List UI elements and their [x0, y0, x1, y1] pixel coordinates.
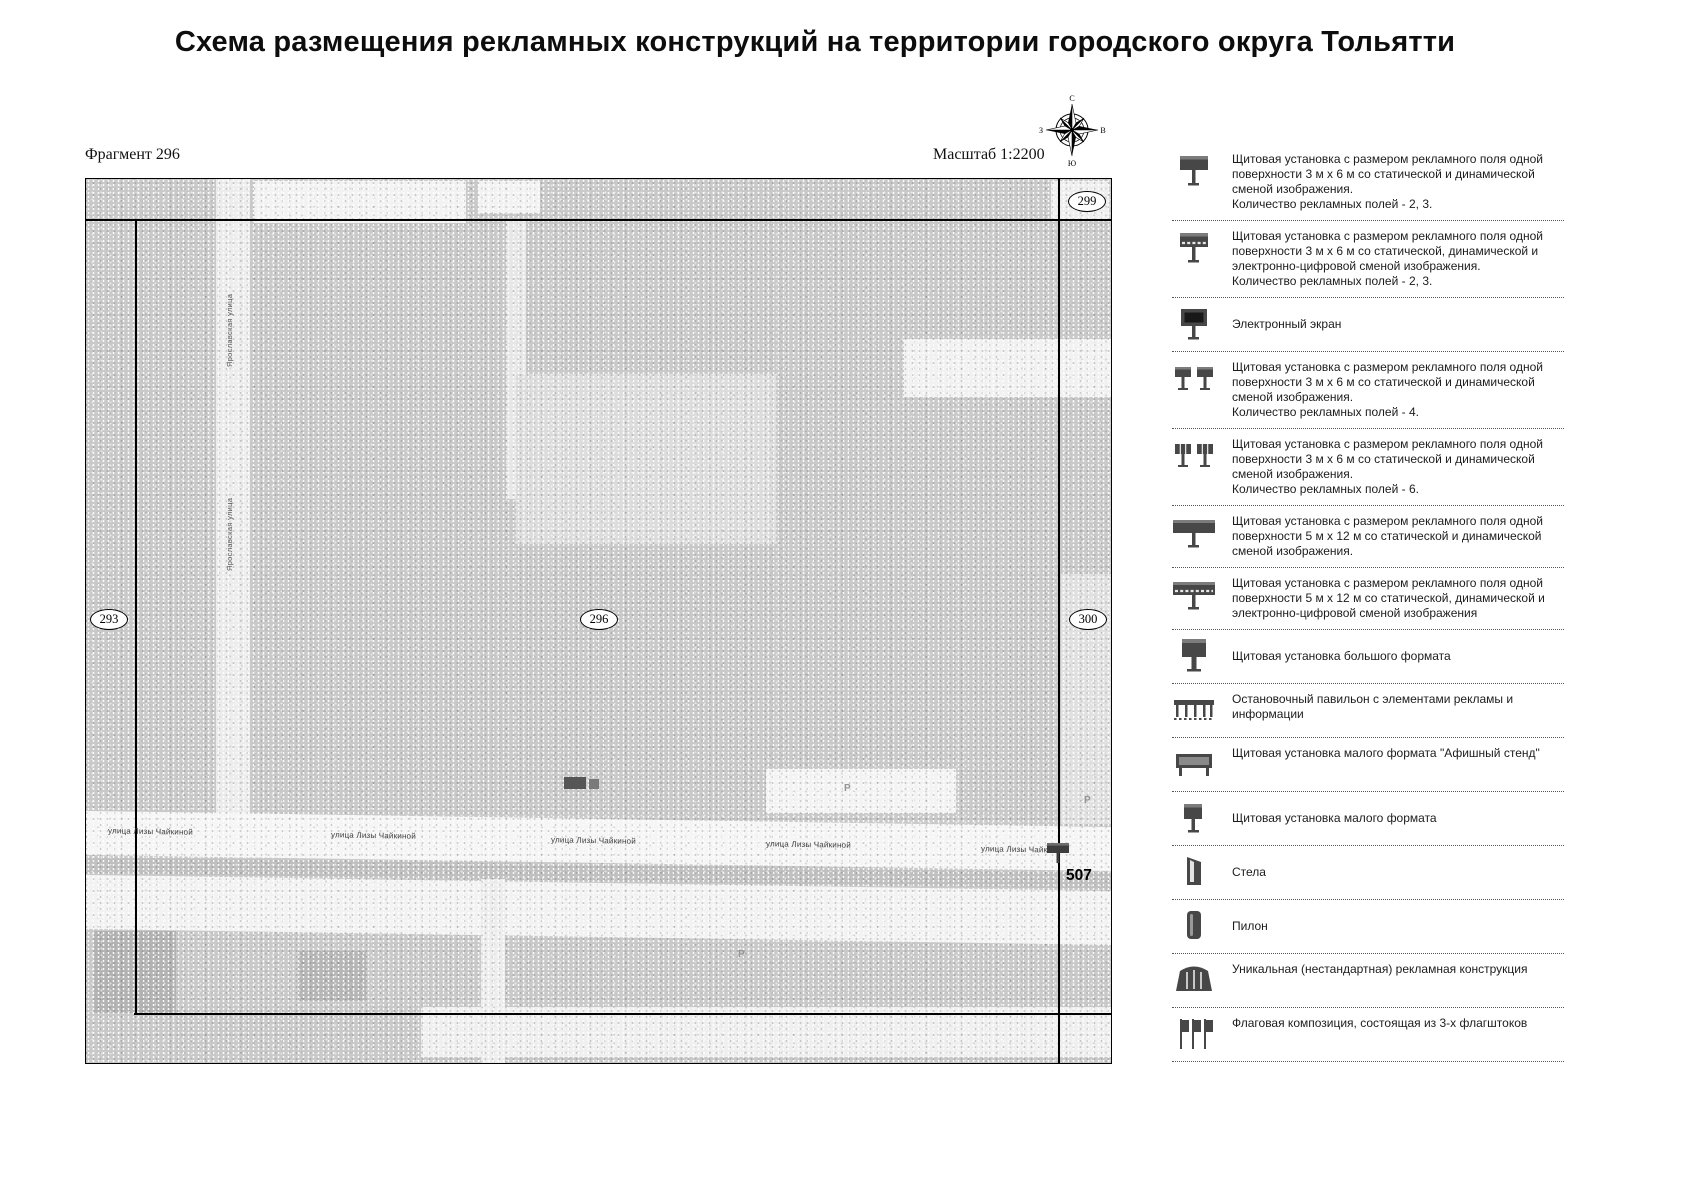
poster-stand-icon — [1172, 745, 1222, 783]
billboard-marker-icon — [1047, 843, 1069, 863]
fragment-oval-300: 300 — [1069, 609, 1107, 630]
legend-item: Остановочный павильон с элементами рекла… — [1172, 684, 1564, 738]
large-format-billboard-icon — [1172, 637, 1222, 675]
legend-item-text: Щитовая установка с размером рекламного … — [1232, 360, 1543, 419]
map-block — [421, 1007, 1111, 1057]
legend-item-text: Остановочный павильон с элементами рекла… — [1232, 692, 1514, 721]
fragment-boundary-line — [135, 219, 137, 1014]
compass-rose-icon: С Ю З В — [1039, 94, 1106, 168]
billboard-3x6-icon — [1172, 151, 1222, 212]
street-name-label: улица Лизы Чайкиной — [550, 835, 637, 846]
electronic-screen-icon — [1172, 305, 1222, 343]
unique-structure-icon — [1172, 961, 1222, 999]
compass-east-label: В — [1100, 126, 1105, 135]
billboard-3x6-digital-icon — [1172, 228, 1222, 289]
legend-item: Электронный экран — [1172, 298, 1564, 352]
stela-icon — [1172, 853, 1222, 891]
compass-south-label: Ю — [1068, 159, 1076, 168]
legend-item: Стела — [1172, 846, 1564, 900]
legend-item: Щитовая установка с размером рекламного … — [1172, 506, 1564, 568]
legend-item-text: Щитовая установка большого формата — [1232, 649, 1451, 663]
street-name-label: улица Лизы Чайкиной — [330, 830, 417, 841]
legend-item-text: Стела — [1232, 865, 1266, 879]
compass-north-label: С — [1069, 94, 1074, 103]
billboard-5x12-icon — [1172, 513, 1222, 559]
legend-item-text: Щитовая установка малого формата — [1232, 811, 1437, 825]
compass-west-label: З — [1039, 126, 1043, 135]
map-building — [298, 951, 366, 1001]
flag-composition-icon — [1172, 1015, 1222, 1053]
fragment-oval-293: 293 — [90, 609, 128, 630]
parking-label: Р — [1084, 795, 1091, 806]
legend-item-text: Щитовая установка с размером рекламного … — [1232, 229, 1543, 288]
map-parking-lot — [766, 769, 956, 813]
legend-item-text: Флаговая композиция, состоящая из 3-х фл… — [1232, 1016, 1528, 1030]
pylon-icon — [1172, 907, 1222, 945]
small-format-billboard-icon — [1172, 799, 1222, 837]
bus-shelter-icon — [1172, 691, 1222, 729]
legend-item-text: Уникальная (нестандартная) рекламная кон… — [1232, 962, 1528, 976]
street-name-label: Ярославская улица — [225, 497, 234, 571]
legend-item-text: Электронный экран — [1232, 317, 1342, 331]
parking-label: Р — [844, 783, 851, 794]
billboard-5x12-digital-icon — [1172, 575, 1222, 621]
legend-item-text: Щитовая установка с размером рекламного … — [1232, 437, 1543, 496]
map-block — [516, 374, 776, 544]
scale-label: Масштаб 1:2200 — [933, 146, 1045, 163]
legend-item: Щитовая установка малого формата "Афишны… — [1172, 738, 1564, 792]
map-block — [478, 181, 540, 213]
fragment-oval-299: 299 — [1068, 191, 1106, 212]
fragment-boundary-line — [86, 219, 1111, 221]
fragment-oval-296: 296 — [580, 609, 618, 630]
street-name-label: улица Лизы Чайкиной — [107, 826, 194, 837]
legend-item: Щитовая установка малого формата — [1172, 792, 1564, 846]
legend-item: Щитовая установка с размером рекламного … — [1172, 429, 1564, 506]
legend-item-text: Щитовая установка с размером рекламного … — [1232, 152, 1543, 211]
map-block — [904, 339, 1111, 397]
legend-item: Щитовая установка с размером рекламного … — [1172, 352, 1564, 429]
legend-item: Щитовая установка с размером рекламного … — [1172, 568, 1564, 630]
legend-item-text: Щитовая установка с размером рекламного … — [1232, 576, 1545, 620]
construction-number: 507 — [1066, 867, 1092, 884]
legend-item-text: Щитовая установка малого формата "Афишны… — [1232, 746, 1540, 760]
legend-item: Флаговая композиция, состоящая из 3-х фл… — [1172, 1008, 1564, 1062]
legend-item: Щитовая установка с размером рекламного … — [1172, 221, 1564, 298]
legend-item: Щитовая установка с размером рекламного … — [1172, 144, 1564, 221]
street-name-label: Ярославская улица — [225, 293, 234, 367]
legend-item: Щитовая установка большого формата — [1172, 630, 1564, 684]
fragment-boundary-line — [1058, 179, 1060, 1063]
billboard-3x6-6fields-icon — [1172, 436, 1222, 497]
page-title: Схема размещения рекламных конструкций н… — [174, 26, 1456, 58]
street-name-label: улица Лизы Чайкиной — [765, 839, 852, 850]
legend: Щитовая установка с размером рекламного … — [1172, 144, 1564, 1062]
billboard-3x6-4fields-icon — [1172, 359, 1222, 420]
legend-item-text: Щитовая установка с размером рекламного … — [1232, 514, 1543, 558]
legend-item: Уникальная (нестандартная) рекламная кон… — [1172, 954, 1564, 1008]
fragment-boundary-line — [134, 1013, 1111, 1015]
parking-label: Р — [738, 949, 745, 960]
map-area: Ярославская улица Ярославская улица улиц… — [85, 178, 1112, 1064]
map-small-structure — [589, 779, 599, 789]
fragment-label: Фрагмент 296 — [85, 146, 180, 163]
map-block — [254, 181, 466, 223]
legend-item: Пилон — [1172, 900, 1564, 954]
map-small-structure — [564, 777, 586, 789]
legend-item-text: Пилон — [1232, 919, 1268, 933]
